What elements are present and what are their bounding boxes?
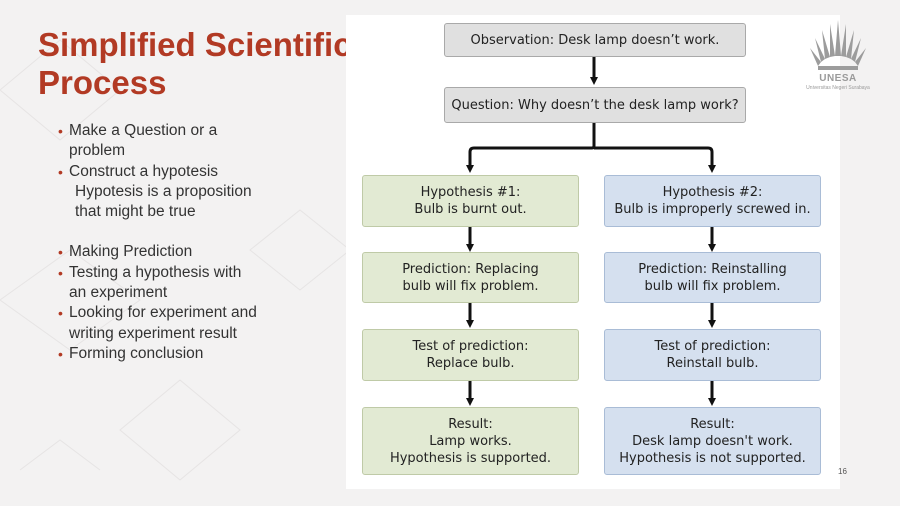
- logo-subtitle: Universitas Negeri Surabaya: [806, 85, 870, 91]
- test-2-box: Test of prediction:Reinstall bulb.: [604, 329, 821, 381]
- flowchart-arrows: [466, 57, 716, 406]
- bullet-sub-item: Hypotesis is a proposition that might be…: [75, 182, 252, 221]
- unesa-emblem-icon: [810, 20, 866, 70]
- result-2-box: Result:Desk lamp doesn't work.Hypothesis…: [604, 407, 821, 475]
- result-1-box: Result:Lamp works.Hypothesis is supporte…: [362, 407, 579, 475]
- flowchart: Observation: Desk lamp doesn’t work. Que…: [346, 15, 840, 489]
- logo-name: UNESA: [819, 73, 857, 84]
- slide-title: Simplified Scientific Process: [38, 26, 378, 102]
- bullet-item: • Testing a hypothesis with an experimen…: [58, 263, 242, 302]
- bullet-item: • Forming conclusion: [58, 344, 204, 362]
- bullet-item: • Looking for experiment and writing exp…: [58, 304, 257, 342]
- bullet-item: • Make a Question or a problem: [58, 122, 218, 160]
- question-box: Question: Why doesn’t the desk lamp work…: [444, 87, 746, 123]
- observation-box: Observation: Desk lamp doesn’t work.: [444, 23, 746, 57]
- bullet-item: • Making Prediction: [58, 243, 193, 261]
- bullet-item: • Construct a hypotesis: [58, 162, 219, 180]
- hypothesis-2-box: Hypothesis #2:Bulb is improperly screwed…: [604, 175, 821, 227]
- test-1-box: Test of prediction:Replace bulb.: [362, 329, 579, 381]
- hypothesis-1-box: Hypothesis #1:Bulb is burnt out.: [362, 175, 579, 227]
- bullet-list: • Make a Question or a problem • Constru…: [58, 121, 298, 364]
- slide-title-line-1: Simplified Scientific: [38, 26, 352, 63]
- page-number: 16: [838, 467, 847, 476]
- slide-title-line-2: Process: [38, 64, 167, 101]
